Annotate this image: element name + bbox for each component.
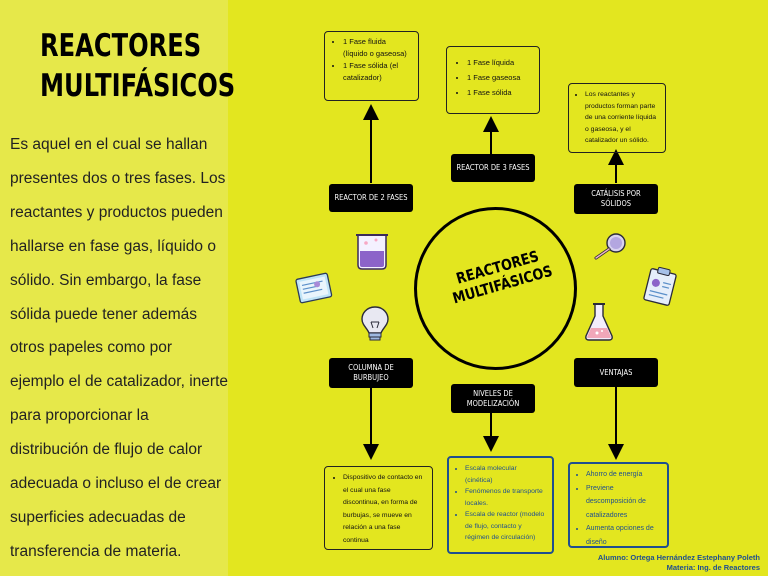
advantages-list-box: Ahorro de energía Previene descomposició… xyxy=(568,462,669,548)
flask-icon xyxy=(585,303,613,341)
list-item: Ahorro de energía xyxy=(586,468,661,482)
node-three-phases[interactable]: REACTOR DE 3 FASES xyxy=(451,154,535,182)
bubble-column-list-box: Dispositivo de contacto en el cual una f… xyxy=(324,466,433,550)
list-item: Aumenta opciones de diseño xyxy=(586,522,661,549)
list-item: Los reactantes y productos forman parte … xyxy=(585,89,659,147)
left-panel xyxy=(0,0,228,576)
magnifier-icon xyxy=(594,233,626,260)
node-catalysis[interactable]: CATÁLISIS POR SÓLIDOS xyxy=(574,184,658,214)
description-text: Es aquel en el cual se hallan presentes … xyxy=(10,136,228,560)
three-phases-list-box: 1 Fase líquida 1 Fase gaseosa 1 Fase sól… xyxy=(446,46,540,114)
title-line-1: REACTORES xyxy=(40,28,202,64)
lightbulb-icon xyxy=(361,306,389,341)
modeling-list-box: Escala molecular (cinética) Fenómenos de… xyxy=(447,456,554,554)
credits: Alumno: Ortega Hernández Estephany Polet… xyxy=(598,553,760,573)
catalysis-list-box: Los reactantes y productos forman parte … xyxy=(568,83,666,153)
center-circle xyxy=(414,207,577,370)
list-item: 1 Fase gaseosa xyxy=(467,70,533,85)
list-item: 1 Fase sólida (el catalizador) xyxy=(343,60,412,84)
page-title: REACTORES MULTIFÁSICOS xyxy=(40,26,236,106)
two-phases-list-box: 1 Fase fluida (líquido o gaseosa) 1 Fase… xyxy=(324,31,419,101)
node-two-phases[interactable]: REACTOR DE 2 FASES xyxy=(329,184,413,212)
node-bubble-column[interactable]: COLUMNA DE BURBUJEO xyxy=(329,358,413,388)
documents-icon xyxy=(295,272,333,304)
list-item: 1 Fase fluida (líquido o gaseosa) xyxy=(343,36,412,60)
subject-credit: Materia: Ing. de Reactores xyxy=(666,563,760,572)
clipboard-icon xyxy=(643,266,677,306)
beaker-icon xyxy=(356,234,388,270)
student-credit: Alumno: Ortega Hernández Estephany Polet… xyxy=(597,553,760,562)
list-item: Dispositivo de contacto en el cual una f… xyxy=(343,472,426,547)
list-item: 1 Fase sólida xyxy=(467,85,533,100)
list-item: Fenómenos de transporte locales. xyxy=(465,486,546,509)
title-line-2: MULTIFÁSICOS xyxy=(40,68,236,104)
node-modeling[interactable]: NIVELES DE MODELIZACIÓN xyxy=(451,384,535,413)
node-advantages[interactable]: VENTAJAS xyxy=(574,358,658,387)
list-item: 1 Fase líquida xyxy=(467,55,533,70)
list-item: Escala de reactor (modelo de flujo, cont… xyxy=(465,509,546,544)
list-item: Escala molecular (cinética) xyxy=(465,463,546,486)
list-item: Previene descomposición de catalizadores xyxy=(586,482,661,523)
